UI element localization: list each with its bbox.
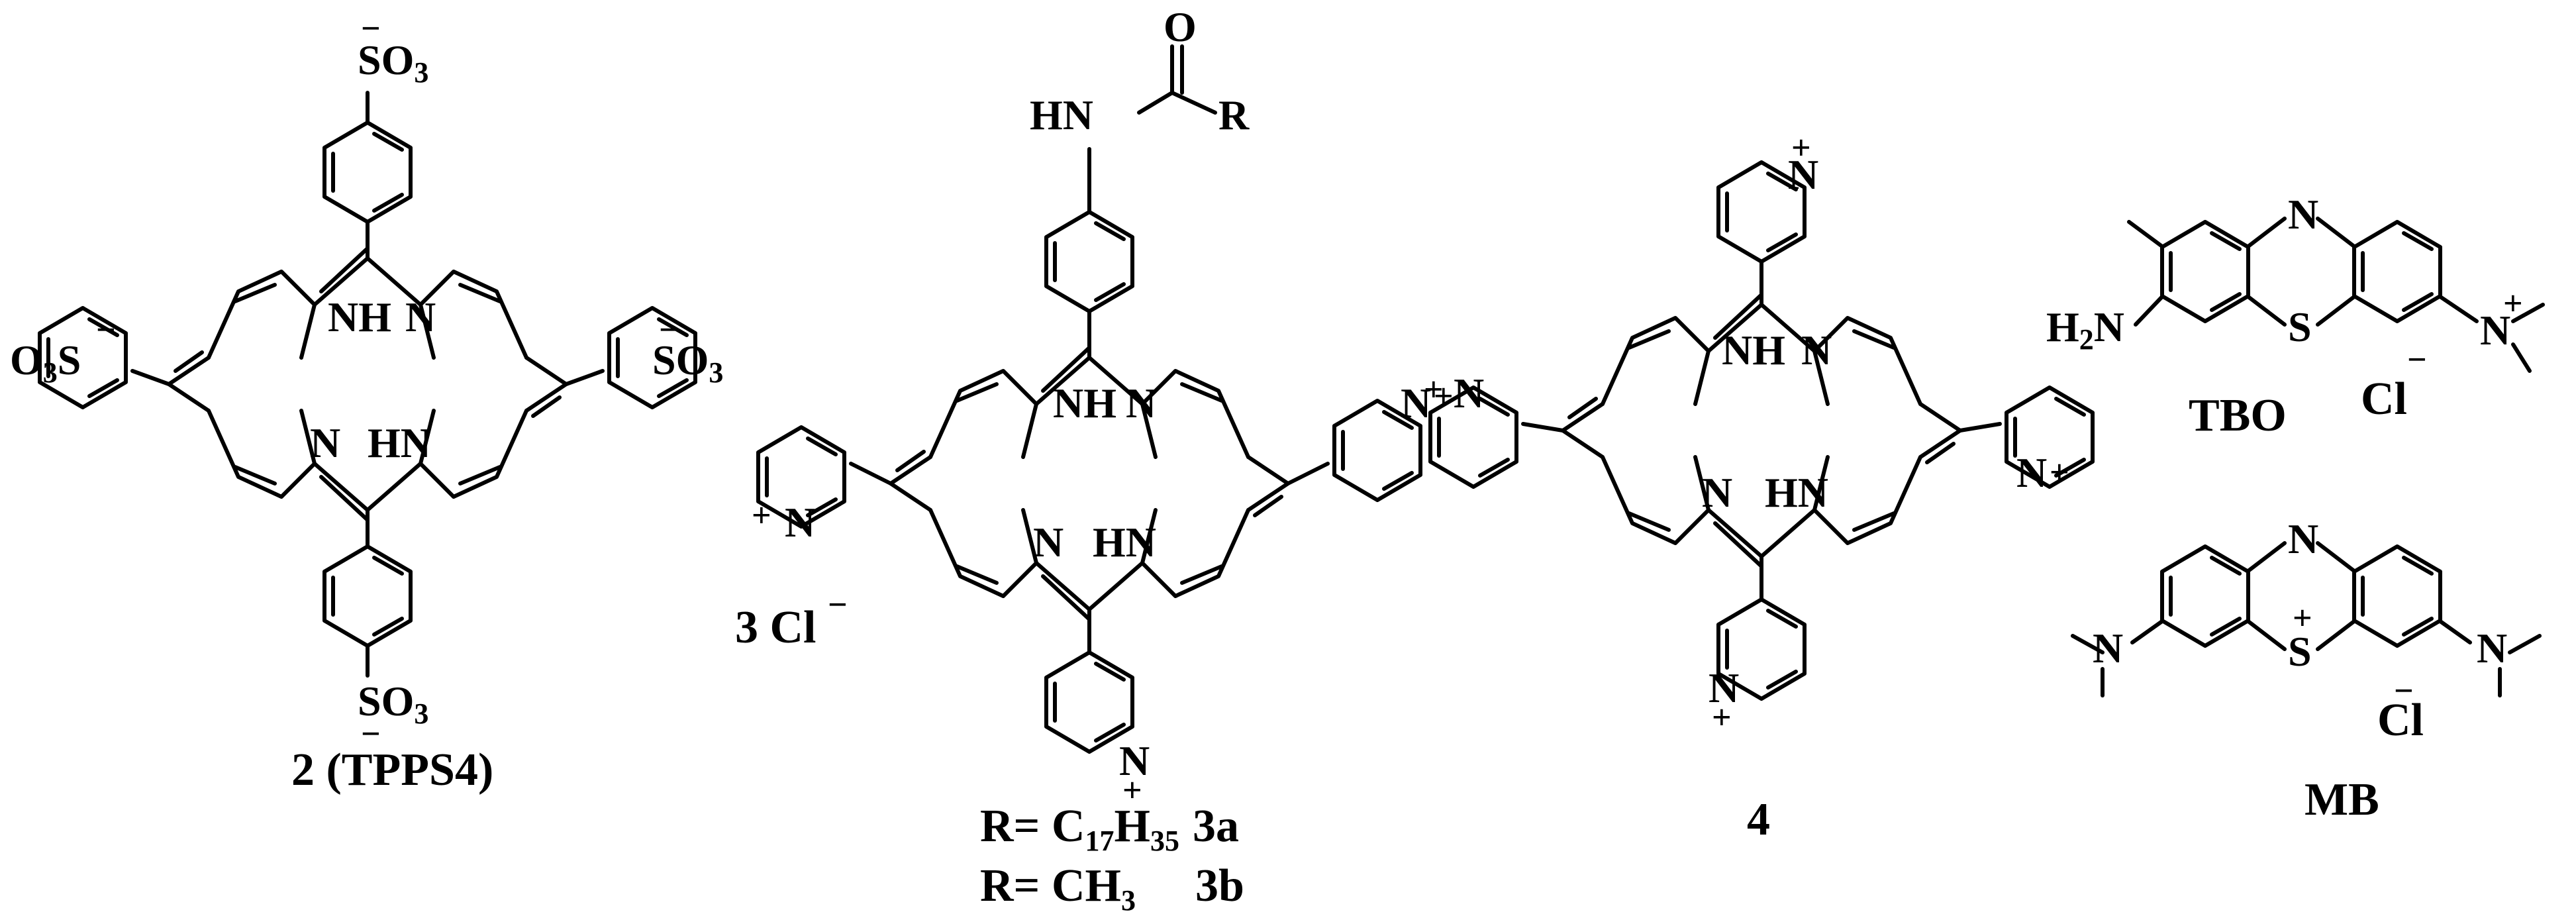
tpps4-n-top: N [405,293,436,340]
compound-mb: N S + N N − Cl MB [2071,515,2542,825]
c4-hn: HN [1765,469,1828,516]
tbo-label: TBO [2189,390,2287,441]
mb-minus: − [2394,672,2414,710]
c4-plus-bottom: + [1712,699,1732,737]
c4-pyr-n-bottom: N [1709,664,1739,711]
tpps4-charge-top: − [361,10,381,48]
c3-plus-left: + [752,497,771,535]
tbo-nplus: N [2480,307,2510,354]
c3-pyr-n-left: N [785,499,815,546]
mb-n-right: N [2477,625,2507,672]
c4-nh: NH [1722,327,1785,374]
compound-3: HN O R NH N N HN N + N + N + 3 Cl − R= C… [735,3,1454,917]
tpps4-n-bottom: N [310,419,340,466]
tbo-h2n: H2N [2046,303,2124,356]
c4-plus-top: + [1791,129,1811,167]
c4-label: 4 [1747,794,1770,845]
compound-tpps4: NH N N HN − SO3 SO3 − O3S − SO3 − 2 (TPP… [10,10,723,795]
tpps4-charge-left: − [96,311,116,349]
tpps4-nh: NH [328,293,391,340]
c4-plus-left: + [1424,371,1444,409]
compound-tbo: N S H2N N + − TBO Cl [2046,191,2545,441]
c3-hn: HN [1093,519,1156,566]
amide-hn: HN [1030,91,1093,138]
tbo-cl: Cl [2361,374,2407,425]
c3-n-top: N [1126,380,1156,427]
tpps4-so3-left: O3S [10,336,81,389]
mb-n: N [2288,515,2318,562]
c3-pyr-n-bottom: N [1119,737,1150,784]
c3-pyr-n-right: N [1401,380,1431,427]
c4-n-top: N [1801,327,1832,374]
c4-plus-right: + [2050,454,2069,491]
tpps4-so3-right: SO3 [652,336,723,389]
tbo-plus: + [2503,285,2523,323]
c3-nh: NH [1053,380,1116,427]
mb-plus: + [2293,599,2312,637]
tpps4-label: 2 (TPPS4) [291,744,493,795]
c4-pyr-n-left: N [1454,370,1484,417]
amide-o: O [1164,3,1197,50]
tpps4-so3-bottom: SO3 [358,678,428,730]
c3-counterion: 3 Cl [735,602,817,653]
c4-pyr-n-right: N [2016,449,2047,496]
tpps4-charge-right: − [659,311,679,349]
compound-4: NH N N HN N + N + N + N + 4 [1424,129,2093,845]
c3-n-bottom: N [1033,519,1064,566]
c3-plus-bottom: + [1122,772,1142,809]
c3-counterion-charge: − [828,586,848,624]
tpps4-charge-bottom: − [361,715,381,753]
mb-label: MB [2304,774,2379,825]
mb-n-left: N [2093,625,2123,672]
c4-pyr-n-top: N [1788,151,1818,198]
amide-r: R [1218,91,1250,138]
c4-n-bottom: N [1702,469,1732,516]
tbo-s: S [2288,303,2312,350]
tbo-n: N [2288,191,2318,238]
tpps4-so3-top: SO3 [358,36,428,89]
mb-cl: Cl [2377,695,2424,746]
mb-s: S [2288,628,2312,675]
tbo-minus: − [2407,341,2427,379]
tpps4-hn: HN [368,419,431,466]
